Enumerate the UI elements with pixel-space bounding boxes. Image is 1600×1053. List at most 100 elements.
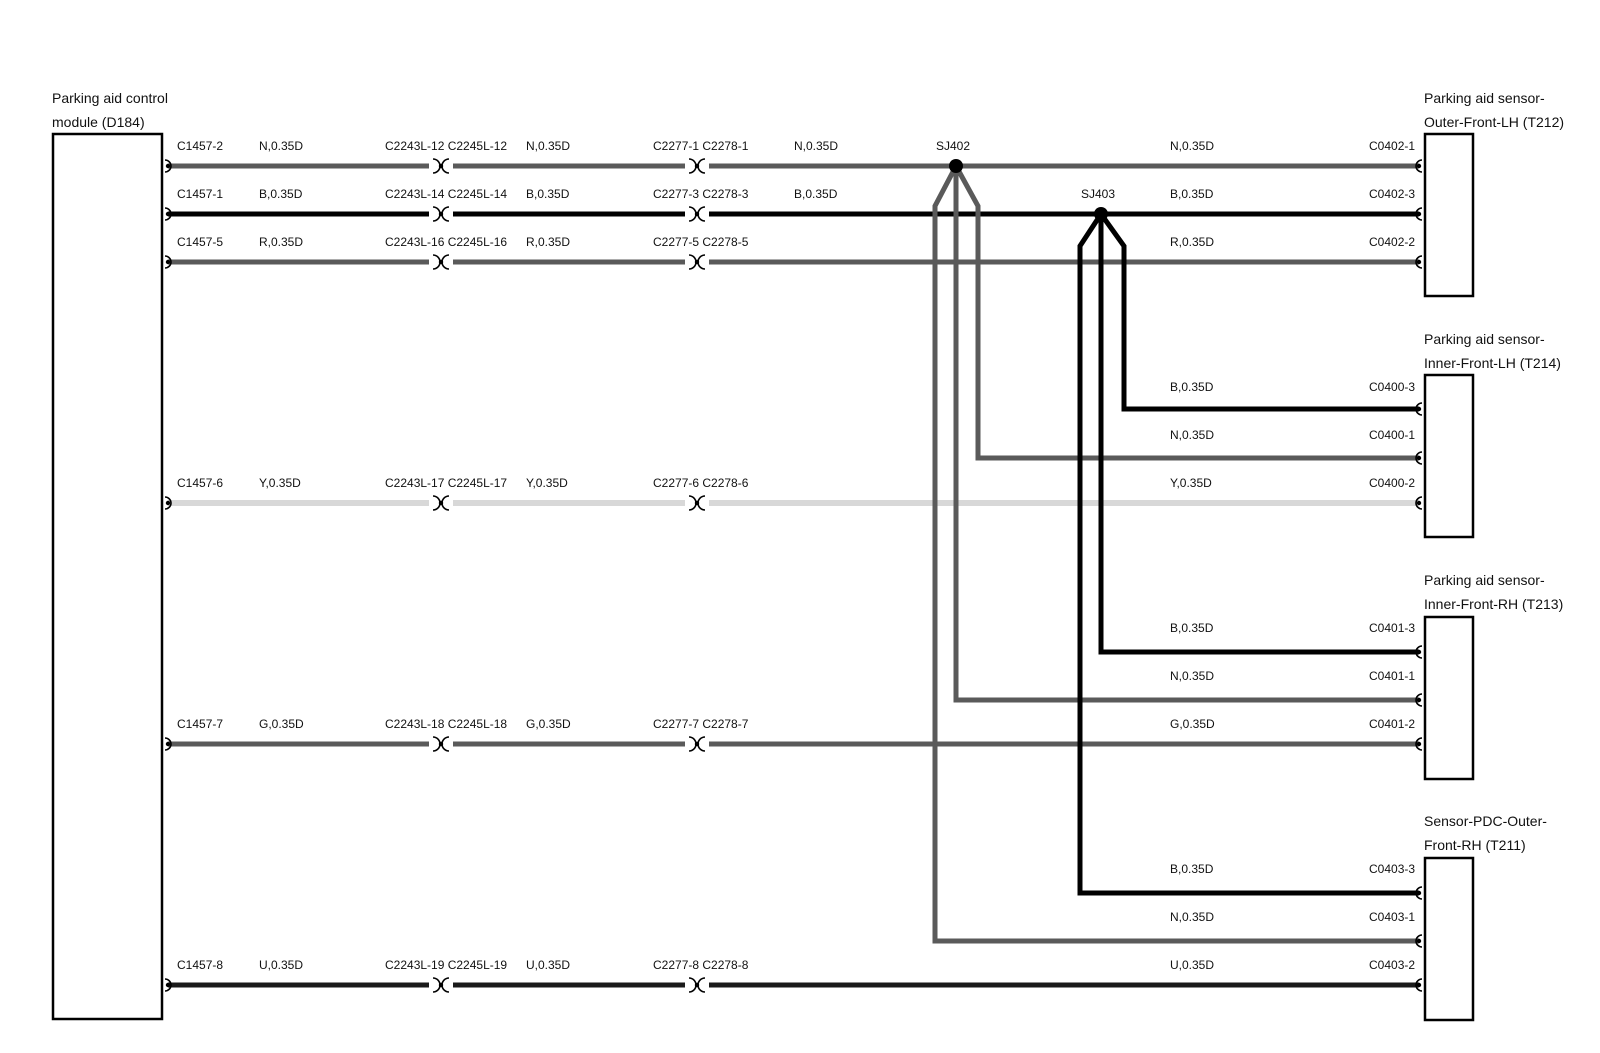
harness-row-1: C1457-1 B,0.35D C2243L-14 C2245L-14 B,0.…: [177, 187, 838, 201]
wire-label: U,0.35D: [1170, 958, 1214, 972]
pin-label: C0403-1: [1369, 910, 1415, 924]
pin-label: C0401-2: [1369, 717, 1415, 731]
module-pin-terminal: [164, 159, 172, 173]
inline-connector-label: C2277-5 C2278-5: [653, 235, 749, 249]
splice-dot-SJ402: [949, 159, 963, 173]
module-pin-terminal: [165, 259, 171, 265]
splice-dot-SJ403: [1094, 207, 1108, 221]
inline-connector-label: C2243L-19 C2245L-19: [385, 958, 507, 972]
sensor-title-line2: Inner-Front-LH (T214): [1424, 355, 1561, 371]
sensor-pin-terminal: [1416, 211, 1422, 217]
connector-pin-label: C1457-6: [177, 476, 223, 490]
wire-label: G,0.35D: [259, 717, 304, 731]
connector-pin-label: C1457-1: [177, 187, 223, 201]
connector-pin-label: C1457-8: [177, 958, 223, 972]
wire-label: N,0.35D: [259, 139, 303, 153]
sensor-pin-terminal: [1416, 455, 1422, 461]
sensor-pin-terminal: [1416, 982, 1422, 988]
sensor-pin-terminal: [1415, 496, 1423, 510]
sensor-box: [1423, 373, 1475, 539]
wire-label: Y,0.35D: [526, 476, 568, 490]
inline-connector-symbol: [438, 982, 444, 988]
harness-row-4: C1457-7 G,0.35D C2243L-18 C2245L-18 G,0.…: [177, 717, 749, 731]
inline-connector-symbol: [694, 259, 700, 265]
wire-label: R,0.35D: [526, 235, 570, 249]
sensor-title-line1: Parking aid sensor-: [1424, 90, 1545, 106]
pin-label: C0400-2: [1369, 476, 1415, 490]
sensor-title-line2: Front-RH (T211): [1424, 837, 1526, 853]
branch-wire-B-C0400-3: [1098, 212, 1419, 412]
module-pin-terminal: [164, 207, 172, 221]
harness-row-3: C1457-6 Y,0.35D C2243L-17 C2245L-17 Y,0.…: [177, 476, 749, 490]
sensor-pin-terminal: [1416, 500, 1422, 506]
sensor-T212: Parking aid sensor- Outer-Front-LH (T212…: [1423, 90, 1564, 298]
pin-label: C0403-2: [1369, 958, 1415, 972]
wire-label: U,0.35D: [259, 958, 303, 972]
module-pin-terminal: [165, 163, 171, 169]
sensor-box: [1423, 856, 1475, 1022]
wire-label: R,0.35D: [1170, 235, 1214, 249]
inline-connector-symbol: [694, 982, 700, 988]
module-title-line1: Parking aid control: [52, 90, 168, 106]
wires: [164, 158, 1423, 993]
module-title-line2: module (D184): [52, 114, 145, 130]
module-pin-terminal: [165, 741, 171, 747]
sensor-title-line2: Inner-Front-RH (T213): [1424, 596, 1563, 612]
inline-connector-symbol: [438, 500, 444, 506]
harness-row-5: C1457-8 U,0.35D C2243L-19 C2245L-19 U,0.…: [177, 958, 749, 972]
branch-wire-N-C0400-1: [953, 164, 1419, 461]
sensor-pin-terminal: [1416, 697, 1422, 703]
wire-label: B,0.35D: [794, 187, 838, 201]
inline-connector-label: C2277-7 C2278-7: [653, 717, 749, 731]
sensor-pin-terminal: [1415, 451, 1423, 465]
sensor-pin-terminal: [1416, 406, 1422, 412]
inline-connector-symbol: [438, 741, 444, 747]
control-module: Parking aid control module (D184): [51, 90, 168, 1021]
module-box: [51, 132, 164, 1021]
sensor-pin-terminal: [1416, 163, 1422, 169]
branch-wire-N-C0401-1: [953, 166, 1419, 703]
wire-label: G,0.35D: [526, 717, 571, 731]
wire-label: B,0.35D: [259, 187, 303, 201]
module-pin-terminal: [164, 255, 172, 269]
harness-row-2: C1457-5 R,0.35D C2243L-16 C2245L-16 R,0.…: [177, 235, 749, 249]
module-pin-terminal: [164, 737, 172, 751]
wire-label: R,0.35D: [259, 235, 303, 249]
inline-connector-label: C2243L-18 C2245L-18: [385, 717, 507, 731]
wire-label: Y,0.35D: [1170, 476, 1212, 490]
wire-label: N,0.35D: [1170, 669, 1214, 683]
wire-label: U,0.35D: [526, 958, 570, 972]
sensor-title-line2: Outer-Front-LH (T212): [1424, 114, 1564, 130]
sensor-pin-labels: N,0.35D C0402-1 B,0.35D C0402-3 R,0.35D …: [1170, 139, 1415, 972]
pin-label: C0400-1: [1369, 428, 1415, 442]
wire-label: N,0.35D: [1170, 139, 1214, 153]
wire-label: N,0.35D: [794, 139, 838, 153]
branch-wire-N-C0403-1: [932, 164, 1419, 944]
sensor-pin-terminal: [1415, 207, 1423, 221]
sensor-box: [1423, 132, 1475, 298]
wire-label: G,0.35D: [1170, 717, 1215, 731]
wire-label: N,0.35D: [1170, 910, 1214, 924]
inline-connector-label: C2243L-14 C2245L-14: [385, 187, 507, 201]
inline-connector-symbol: [438, 259, 444, 265]
branch-wire-B-C0403-3: [1077, 212, 1419, 896]
wire-label: B,0.35D: [1170, 380, 1214, 394]
inline-connector-symbol: [694, 741, 700, 747]
inline-connector-label: C2243L-12 C2245L-12: [385, 139, 507, 153]
sensor-title-line1: Sensor-PDC-Outer-: [1424, 813, 1547, 829]
splice-label-SJ402: SJ402: [936, 139, 970, 153]
connector-pin-label: C1457-2: [177, 139, 223, 153]
inline-connector-symbol: [694, 163, 700, 169]
wire-label: B,0.35D: [1170, 187, 1214, 201]
pin-label: C0402-3: [1369, 187, 1415, 201]
sensor-pin-terminal: [1415, 978, 1423, 992]
sensor-pin-terminal: [1415, 934, 1423, 948]
pin-label: C0403-3: [1369, 862, 1415, 876]
inline-connector-label: C2243L-16 C2245L-16: [385, 235, 507, 249]
pin-label: C0400-3: [1369, 380, 1415, 394]
pin-label: C0401-1: [1369, 669, 1415, 683]
inline-connector-symbol: [694, 500, 700, 506]
sensor-pin-terminal: [1415, 159, 1423, 173]
module-pin-terminal: [165, 500, 171, 506]
sensor-pin-terminal: [1416, 741, 1422, 747]
